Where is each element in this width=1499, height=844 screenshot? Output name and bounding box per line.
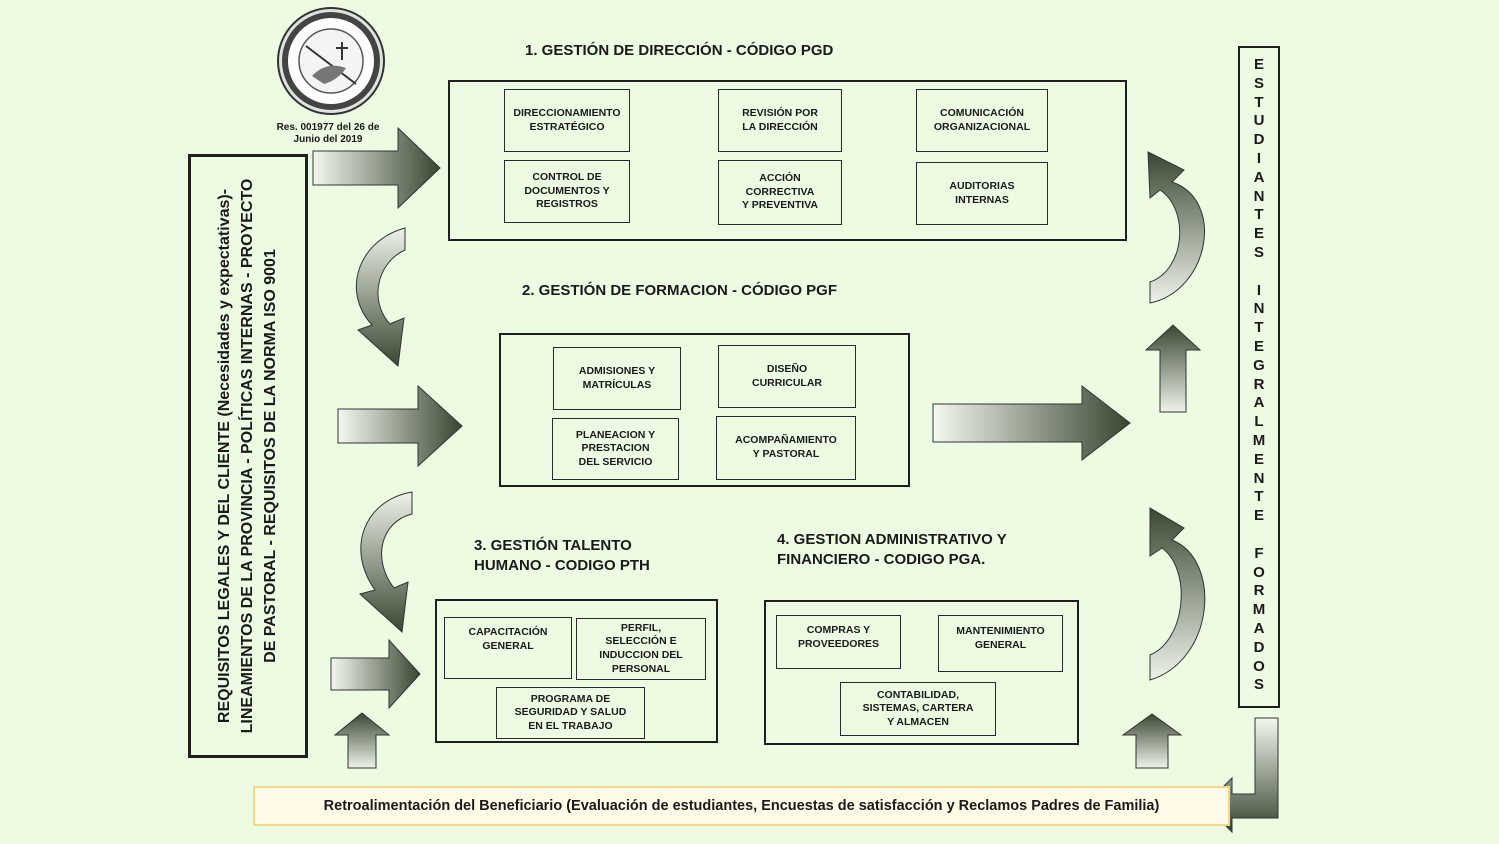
column-letter	[1257, 526, 1261, 545]
column-letter: O	[1253, 563, 1265, 581]
column-letter: G	[1253, 356, 1265, 374]
item-compras: COMPRAS Y PROVEEDORES	[776, 615, 901, 669]
arrow-up-1	[1144, 324, 1202, 413]
process-box-talento	[435, 599, 718, 743]
process-title-administrativo: 4. GESTION ADMINISTRATIVO Y FINANCIERO -…	[777, 531, 1007, 569]
requirements-box: REQUISITOS LEGALES Y DEL CLIENTE (Necesi…	[188, 154, 308, 758]
column-letter: A	[1253, 619, 1265, 637]
column-letter	[1257, 263, 1261, 282]
column-letter: F	[1254, 544, 1264, 562]
column-letter: N	[1253, 300, 1265, 318]
item-acompanamiento: ACOMPAÑAMIENTO Y PASTORAL	[716, 416, 856, 480]
column-letter: D	[1253, 131, 1265, 149]
column-letter: L	[1254, 413, 1264, 431]
column-letter: S	[1253, 243, 1264, 261]
column-letter: U	[1253, 112, 1265, 130]
column-letter: D	[1253, 638, 1265, 656]
column-letter: T	[1254, 206, 1264, 224]
arrow-right-2	[337, 384, 463, 468]
arrow-right-4	[932, 384, 1131, 462]
item-seguridad: PROGRAMA DE SEGURIDAD Y SALUD EN EL TRAB…	[496, 687, 645, 739]
feedback-banner: Retroalimentación del Beneficiario (Eval…	[253, 786, 1230, 826]
arrow-right-3	[330, 638, 421, 710]
column-letter: M	[1252, 431, 1266, 449]
column-letter: O	[1253, 657, 1265, 675]
item-contabilidad: CONTABILIDAD, SISTEMAS, CARTERA Y ALMACE…	[840, 682, 996, 736]
item-revision: REVISIÓN POR LA DIRECCIÓN	[718, 89, 842, 152]
column-letter: E	[1253, 337, 1264, 355]
item-capacitacion: CAPACITACIÓN GENERAL	[444, 617, 572, 679]
item-direccionamiento: DIRECCIONAMIENTO ESTRATÉGICO	[504, 89, 630, 152]
column-letter: T	[1254, 93, 1264, 111]
column-letter: N	[1253, 469, 1265, 487]
item-diseno: DISEÑO CURRICULAR	[718, 345, 856, 408]
column-letter: T	[1254, 319, 1264, 337]
requirements-text: REQUISITOS LEGALES Y DEL CLIENTE (Necesi…	[216, 178, 280, 734]
item-planeacion: PLANEACION Y PRESTACION DEL SERVICIO	[552, 418, 679, 480]
column-letter: A	[1253, 394, 1265, 412]
curved-arrow-3	[1147, 151, 1205, 304]
process-box-formacion	[499, 333, 910, 487]
process-box-administrativo	[764, 600, 1079, 745]
column-letter: I	[1256, 149, 1262, 167]
item-control-documentos: CONTROL DE DOCUMENTOS Y REGISTROS	[504, 160, 630, 223]
institution-seal	[276, 6, 386, 116]
curved-arrow-1	[355, 227, 406, 368]
column-letter: I	[1256, 281, 1262, 299]
process-title-talento: 3. GESTIÓN TALENTO HUMANO - CODIGO PTH	[474, 537, 650, 575]
column-letter: S	[1253, 676, 1264, 694]
item-comunicacion: COMUNICACIÓN ORGANIZACIONAL	[916, 89, 1048, 152]
column-letter: T	[1254, 488, 1264, 506]
arrow-up-3	[333, 712, 391, 769]
column-letter: M	[1252, 601, 1266, 619]
column-letter: S	[1253, 74, 1264, 92]
column-letter: E	[1253, 507, 1264, 525]
process-title-formacion: 2. GESTIÓN DE FORMACION - CÓDIGO PGF	[522, 282, 838, 299]
column-letter: E	[1253, 56, 1264, 73]
column-letter: R	[1253, 582, 1265, 600]
column-letter: E	[1253, 450, 1264, 468]
curved-arrow-2	[358, 491, 413, 634]
column-letter: R	[1253, 375, 1265, 393]
column-letter: E	[1253, 225, 1264, 243]
item-admisiones: ADMISIONES Y MATRÍCULAS	[553, 347, 681, 410]
column-letter: A	[1253, 168, 1265, 186]
arrow-up-2	[1121, 713, 1183, 769]
curved-arrow-4	[1149, 507, 1206, 681]
process-title-direccion: 1. GESTIÓN DE DIRECCIÓN - CÓDIGO PGD	[525, 42, 834, 59]
item-perfil: PERFIL, SELECCIÓN E INDUCCION DEL PERSON…	[576, 618, 706, 680]
item-auditorias: AUDITORIAS INTERNAS	[916, 162, 1048, 225]
seal-caption: Res. 001977 del 26 de Junio del 2019	[276, 122, 380, 145]
arrow-right-1	[312, 126, 441, 210]
process-box-direccion	[448, 80, 1127, 241]
column-letter: N	[1253, 187, 1265, 205]
item-mantenimiento: MANTENIMIENTO GENERAL	[938, 615, 1063, 672]
item-accion-correctiva: ACCIÓN CORRECTIVA Y PREVENTIVA	[718, 160, 842, 225]
